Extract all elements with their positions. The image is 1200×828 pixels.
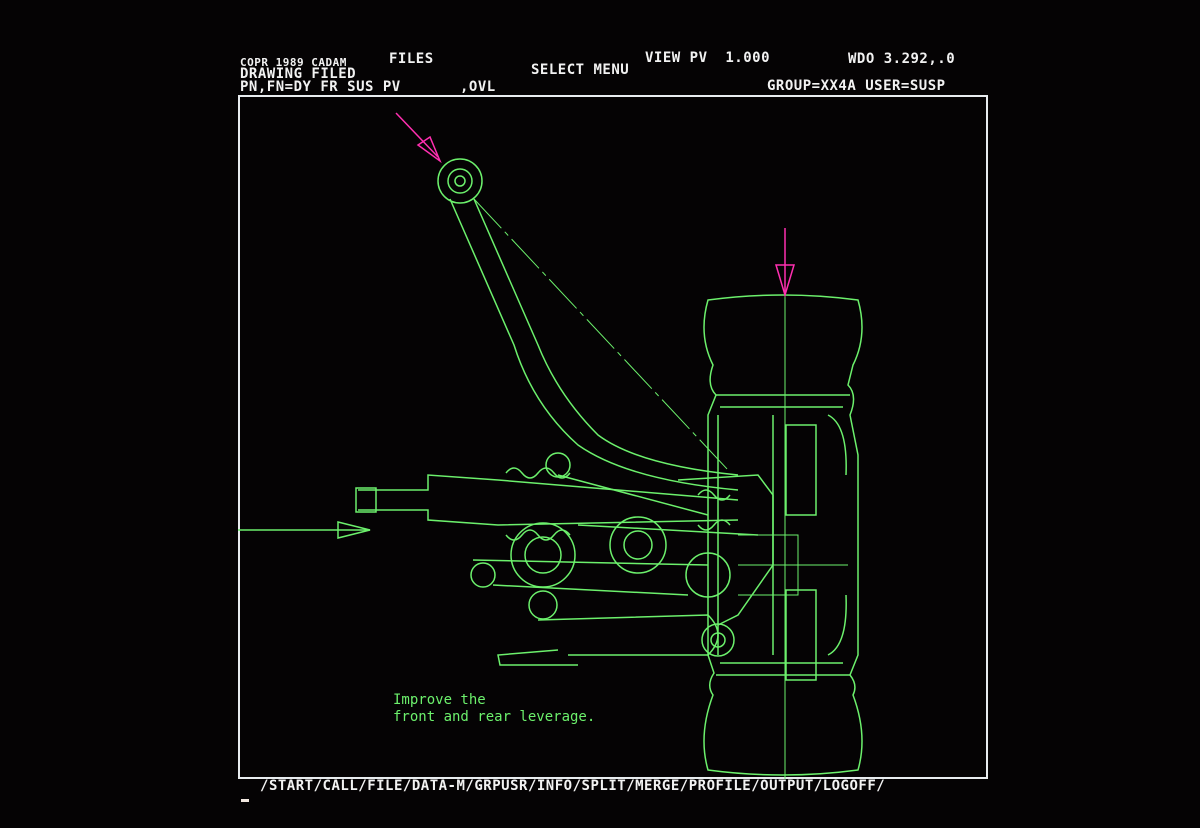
menu-separator: / xyxy=(402,778,412,794)
menu-item-data-m[interactable]: DATA-M xyxy=(411,778,466,794)
part-name: PN,FN=DY FR SUS PV xyxy=(240,79,401,95)
menu-separator: / xyxy=(313,778,323,794)
view-scale-readout: VIEW PV 1.000 xyxy=(645,50,771,66)
menu-item-output[interactable]: OUTPUT xyxy=(760,778,814,794)
copyright-label: COPR 1989 CADAM xyxy=(240,56,347,69)
menu-item-split[interactable]: SPLIT xyxy=(581,778,627,794)
prompt-message: SELECT MENU xyxy=(531,62,630,78)
menu-item-start[interactable]: START xyxy=(268,778,314,794)
group-user-label: GROUP=XX4A USER=SUSP xyxy=(767,78,946,94)
menu-separator: / xyxy=(876,778,886,794)
menu-item-logoff[interactable]: LOGOFF xyxy=(822,778,877,794)
mode-label: FILES xyxy=(389,51,434,67)
menu-item-file[interactable]: FILE xyxy=(367,778,403,794)
menu-separator: / xyxy=(751,778,761,794)
menu-separator: / xyxy=(626,778,636,794)
suspension-drawing[interactable] xyxy=(238,95,988,779)
drawing-viewport[interactable] xyxy=(238,95,988,779)
tire-outline xyxy=(703,294,863,776)
annotation-line2: front and rear leverage. xyxy=(393,709,596,725)
drive-shaft xyxy=(358,474,739,526)
command-menu-bar: /START/CALL/FILE/DATA-M/GRPUSR/INFO/SPLI… xyxy=(260,778,885,794)
upper-mount-bushing xyxy=(437,158,483,204)
status-message: DRAWING FILED xyxy=(240,66,357,82)
menu-separator: / xyxy=(358,778,368,794)
arrow-head-icon xyxy=(337,521,371,539)
menu-separator: / xyxy=(465,778,475,794)
menu-separator: / xyxy=(679,778,689,794)
overlay-label: ,OVL xyxy=(460,79,496,95)
arrow-head-icon xyxy=(774,264,796,298)
text-cursor xyxy=(241,799,249,802)
menu-separator: / xyxy=(572,778,582,794)
menu-separator: / xyxy=(813,778,823,794)
window-readout: WDO 3.292,.0 xyxy=(848,51,956,67)
menu-separator: / xyxy=(260,778,269,794)
menu-item-info[interactable]: INFO xyxy=(536,778,573,794)
menu-separator: / xyxy=(527,778,537,794)
upper-mount-marker xyxy=(395,112,439,158)
annotation-line1: Improve the xyxy=(393,692,486,708)
menu-item-call[interactable]: CALL xyxy=(322,778,359,794)
menu-item-merge[interactable]: MERGE xyxy=(635,778,680,794)
upper-arm xyxy=(449,198,739,491)
menu-item-profile[interactable]: PROFILE xyxy=(688,778,752,794)
arrow-head-icon xyxy=(416,135,442,164)
menu-item-grpusr[interactable]: GRPUSR xyxy=(474,778,528,794)
